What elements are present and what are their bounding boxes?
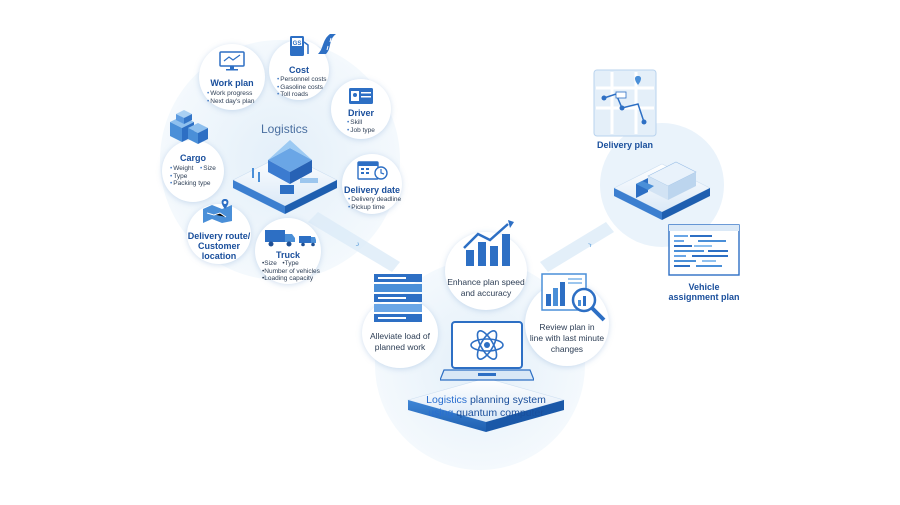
cost-item: Personnel costs xyxy=(277,76,326,84)
system-caption: Logistics planning system using quantum … xyxy=(411,394,561,420)
monitor-icon xyxy=(219,51,245,71)
id-card-icon xyxy=(349,88,373,104)
cargo-item: Weight xyxy=(170,165,211,173)
cost-list: Personnel costs Gasoline costs Toll road… xyxy=(277,76,327,99)
alleviate-line1: Alleviate load of xyxy=(369,331,430,341)
delivery-date-item: Pickup time xyxy=(348,204,401,212)
cargo-item: Packing type xyxy=(170,180,210,188)
road-icon xyxy=(318,34,336,54)
system-platform xyxy=(406,377,566,432)
cost-title: Cost xyxy=(289,65,309,75)
gantt-chart-icon xyxy=(668,224,740,276)
work-plan-title: Work plan xyxy=(210,78,254,88)
warehouse-platform xyxy=(232,140,338,214)
driver-list: Skill Job type xyxy=(347,119,375,134)
truck-item: •Size xyxy=(262,260,277,267)
truck-platform xyxy=(613,161,711,220)
logistics-title: Logistics xyxy=(261,122,308,136)
cost-item: Toll roads xyxy=(277,91,327,99)
arrow-left-icon: › xyxy=(354,239,362,250)
delivery-date-title: Delivery date xyxy=(343,185,401,195)
growth-chart-icon xyxy=(463,220,514,266)
arrow-right-icon: › xyxy=(586,239,594,250)
enhance-line2: and accuracy xyxy=(460,288,512,298)
node-enhance: Enhance plan speed and accuracy xyxy=(445,232,527,310)
review-line3: changes xyxy=(550,344,584,354)
flow-band-right xyxy=(540,222,614,272)
alleviate-line2: planned work xyxy=(374,342,426,352)
route-title-line1: Delivery route/ xyxy=(187,231,251,241)
cargo-list-right: Size xyxy=(200,165,216,173)
map-pin-icon xyxy=(203,199,232,223)
truck-item: •Type xyxy=(282,260,299,267)
work-plan-item: Next day's plan xyxy=(207,98,254,106)
review-magnifier-icon xyxy=(541,273,606,322)
node-cost: GS Cost Personnel costs Gasoline costs T… xyxy=(269,36,329,100)
driver-title: Driver xyxy=(347,108,374,118)
truck-item: •Number of vehicles xyxy=(262,267,320,275)
truck-list: •Size •Type •Number of vehicles •Loading… xyxy=(262,260,320,283)
enhance-line1: Enhance plan speed xyxy=(447,277,525,287)
truck-item: •Loading capacity xyxy=(262,275,314,283)
system-line1: Logistics planning system xyxy=(426,394,546,406)
node-truck: Truck •Size •Type •Number of vehicles •L… xyxy=(255,218,321,284)
work-plan-list: Work progress Next day's plan xyxy=(207,90,255,106)
cargo-boxes-icon xyxy=(170,110,208,144)
node-driver: Driver Skill Job type xyxy=(331,79,391,139)
cargo-item: Size xyxy=(200,165,216,173)
delivery-date-list: Delivery deadline Pickup time xyxy=(348,196,401,211)
work-plan-item: Work progress xyxy=(207,90,255,98)
server-stack-icon xyxy=(374,274,422,322)
truck-icon xyxy=(265,230,316,247)
atom-icon xyxy=(470,330,504,360)
route-title-line2: Customer location xyxy=(197,241,240,261)
delivery-date-item: Delivery deadline xyxy=(348,196,401,204)
node-cargo: Cargo Weight Type Packing type Size xyxy=(162,140,224,202)
node-work-plan: Work plan Work progress Next day's plan xyxy=(199,44,265,110)
vehicle-label-line2: assignment plan xyxy=(668,292,740,302)
delivery-plan-label: Delivery plan xyxy=(596,140,654,150)
vehicle-label-line1: Vehicle xyxy=(688,282,720,292)
gas-station-label: GS xyxy=(293,41,302,47)
calendar-icon xyxy=(357,161,388,180)
cargo-title: Cargo xyxy=(179,153,206,163)
driver-item: Skill xyxy=(347,119,375,127)
cost-item: Gasoline costs xyxy=(277,84,327,92)
review-line1: Review plan in xyxy=(539,322,595,332)
cargo-list-left: Weight Type Packing type xyxy=(170,165,211,188)
delivery-map-icon xyxy=(593,69,657,137)
truck-title: Truck xyxy=(275,250,300,260)
cargo-item: Type xyxy=(170,173,211,181)
review-line2: line with last minute xyxy=(529,333,605,343)
flow-band-left xyxy=(308,212,400,272)
driver-item: Job type xyxy=(347,127,375,135)
gas-station-icon: GS xyxy=(290,36,309,56)
node-delivery-route: Delivery route/ Customer location xyxy=(187,199,251,264)
node-delivery-date: Delivery date Delivery deadline Pickup t… xyxy=(342,154,402,214)
system-line2: using quantum computer xyxy=(428,407,544,419)
